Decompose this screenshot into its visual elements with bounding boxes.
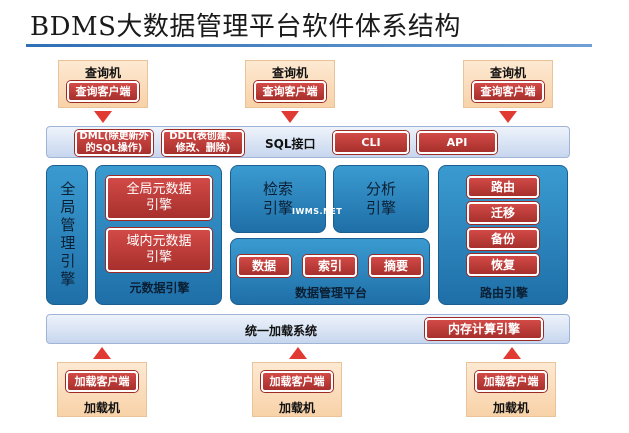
load-client-button[interactable]: 加载客户端 <box>261 371 333 392</box>
query-client-button[interactable]: 查询客户端 <box>254 81 326 102</box>
data-platform-label: 数据管理平台 <box>294 286 367 300</box>
load-machine-label: 加载机 <box>83 401 120 415</box>
cli-button[interactable]: CLI <box>333 131 409 154</box>
migrate-item[interactable]: 迁移 <box>467 202 539 224</box>
query-client-box-1: 查询机 查询客户端 <box>58 60 148 108</box>
query-client-box-2: 查询机 查询客户端 <box>245 60 335 108</box>
local-metadata-engine[interactable]: 域内元数据引擎 <box>106 228 212 272</box>
analysis-engine-panel: 分析引擎 <box>333 165 429 233</box>
arrow-down-icon <box>281 111 299 123</box>
arrow-up-icon <box>503 347 521 359</box>
query-client-button[interactable]: 查询客户端 <box>472 81 544 102</box>
query-client-button[interactable]: 查询客户端 <box>67 81 139 102</box>
data-item[interactable]: 数据 <box>237 255 291 277</box>
unified-load-system-label: 统一加载系统 <box>245 324 318 338</box>
page-title: BDMS大数据管理平台软件体系结构 <box>30 12 461 42</box>
load-machine-label: 加载机 <box>492 401 529 415</box>
global-metadata-engine[interactable]: 全局元数据引擎 <box>106 176 212 220</box>
api-button[interactable]: API <box>417 131 497 154</box>
global-management-engine: 全局管理引擎 <box>46 165 88 305</box>
arrow-up-icon <box>93 347 111 359</box>
summary-item[interactable]: 摘要 <box>369 255 423 277</box>
query-machine-label: 查询机 <box>84 66 121 80</box>
sql-interface-bar: DML(除更新外的SQL操作) DDL(表创建、修改、删除) SQL接口 CLI… <box>46 126 570 158</box>
load-machine-label: 加载机 <box>278 401 315 415</box>
sql-interface-label: SQL接口 <box>265 137 316 151</box>
arrow-up-icon <box>289 347 307 359</box>
load-client-button[interactable]: 加载客户端 <box>66 371 138 392</box>
query-machine-label: 查询机 <box>489 66 526 80</box>
title-rule <box>26 44 592 47</box>
arrow-down-icon <box>94 111 112 123</box>
load-client-box-2: 加载客户端 加载机 <box>252 362 342 417</box>
load-client-box-1: 加载客户端 加载机 <box>57 362 147 417</box>
query-machine-label: 查询机 <box>271 66 308 80</box>
search-engine-panel: 检索引擎 <box>230 165 326 233</box>
load-client-box-3: 加载客户端 加载机 <box>466 362 556 417</box>
backup-item[interactable]: 备份 <box>467 228 539 250</box>
arrow-down-icon <box>499 111 517 123</box>
load-client-button[interactable]: 加载客户端 <box>475 371 547 392</box>
query-client-box-3: 查询机 查询客户端 <box>463 60 553 108</box>
memory-compute-engine[interactable]: 内存计算引擎 <box>425 318 543 340</box>
unified-load-system-bar: 统一加载系统 内存计算引擎 <box>46 314 570 344</box>
restore-item[interactable]: 恢复 <box>467 254 539 276</box>
analysis-engine-label: 分析引擎 <box>365 180 396 217</box>
metadata-engine-panel: 全局元数据引擎 域内元数据引擎 元数据引擎 <box>95 165 222 305</box>
dml-button[interactable]: DML(除更新外的SQL操作) <box>75 130 153 156</box>
watermark-text: IWMS.NET <box>292 207 343 216</box>
metadata-engine-label: 元数据引擎 <box>129 281 190 295</box>
routing-engine-panel: 路由 迁移 备份 恢复 路由引擎 <box>438 165 568 305</box>
search-engine-label: 检索引擎 <box>262 180 293 217</box>
ddl-button[interactable]: DDL(表创建、修改、删除) <box>162 130 244 156</box>
route-item[interactable]: 路由 <box>467 176 539 198</box>
routing-engine-label: 路由引擎 <box>479 286 528 300</box>
data-management-platform-panel: 数据 索引 摘要 数据管理平台 <box>230 238 430 305</box>
index-item[interactable]: 索引 <box>303 255 357 277</box>
global-management-label: 全局管理引擎 <box>58 181 77 289</box>
